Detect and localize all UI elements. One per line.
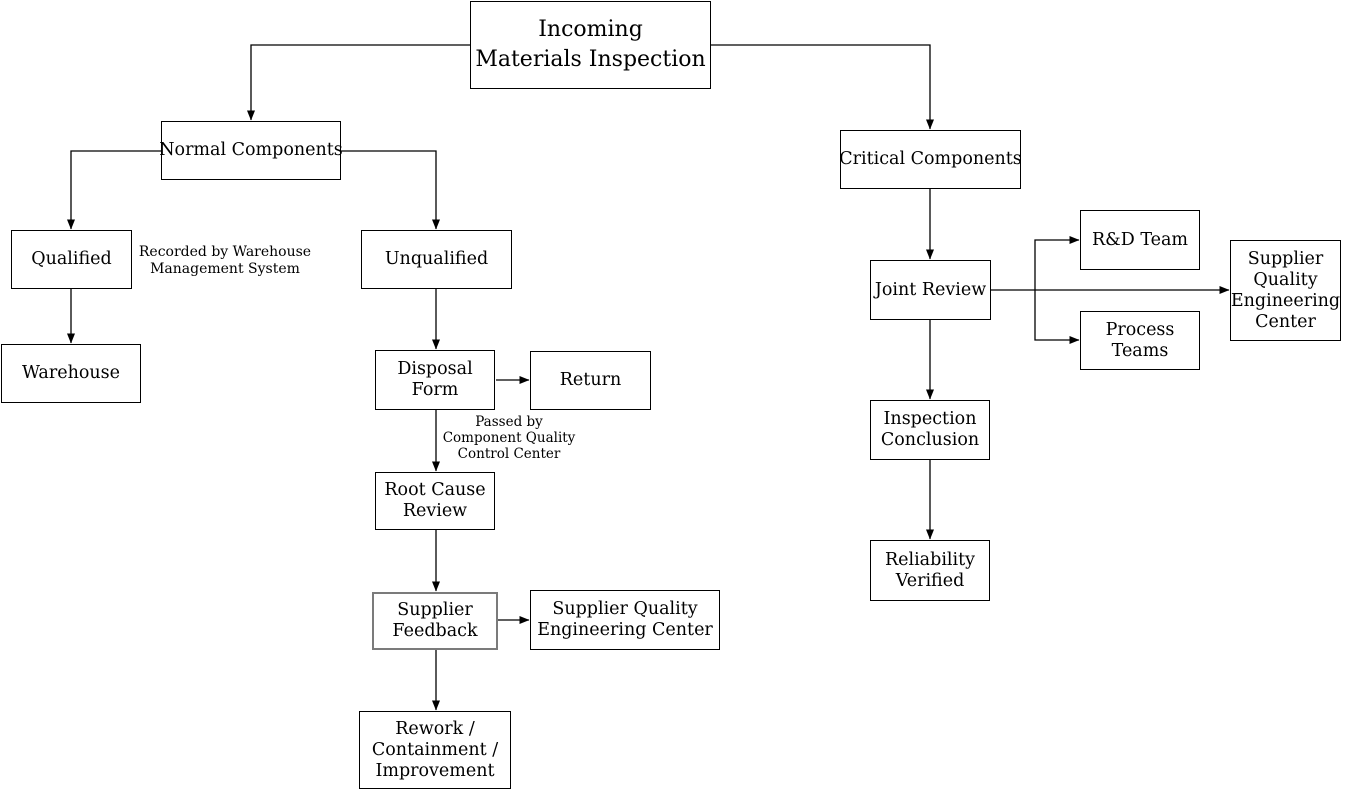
node-label: Critical Components [839,149,1022,169]
node-label: Inspection Conclusion [880,409,980,450]
node-supplier-quality-engineering-center: Supplier Quality Engineering Center [530,590,720,650]
node-label: Return [559,370,622,390]
node-rd-team: R&D Team [1080,210,1200,270]
edge-title-to-critical [711,44,934,130]
node-label: Qualified [31,249,112,269]
node-inspection-conclusion: Inspection Conclusion [870,400,990,460]
node-label: Root Cause Review [384,480,486,521]
node-label: Supplier Feedback [392,600,478,641]
node-label: Process Teams [1105,319,1175,361]
edge-joint-to-rdteam [1034,236,1080,290]
node-label: R&D Team [1091,229,1189,250]
node-label: Unqualified [384,249,489,269]
node-critical-components: Critical Components [839,130,1022,189]
node-label: Rework / Containment / Improvement [371,718,499,781]
annotation-component-quality-control-center: Passed by Component Quality Control Cent… [442,414,576,463]
node-unqualified: Unqualified [361,230,512,289]
node-root-cause-review: Root Cause Review [375,472,495,530]
node-label: Normal Components [159,140,343,160]
node-label: Supplier Quality Engineering Center [1230,248,1341,332]
node-label: Reliability Verified [884,549,976,591]
node-process-teams: Process Teams [1080,311,1200,370]
edge-normal-to-unqualified [341,150,440,230]
node-disposal-form: Disposal Form [375,350,495,410]
node-qualified: Qualified [11,230,132,289]
annotation-warehouse-management-system: Recorded by Warehouse Management System [138,244,312,277]
node-label: Joint Review [874,279,987,300]
node-reliability-verified: Reliability Verified [870,540,990,601]
node-label: Supplier Quality Engineering Center [537,599,713,640]
node-label: Incoming Materials Inspection [475,17,706,72]
edge-joint-to-process [1034,290,1080,344]
node-label: Disposal Form [397,359,473,400]
node-label: Warehouse [21,363,121,383]
node-incoming-materials-inspection: Incoming Materials Inspection [470,1,711,89]
node-warehouse: Warehouse [1,344,141,403]
edge-title-to-normal [247,44,470,121]
node-return: Return [530,351,651,410]
node-supplier-quality-engineering-center-right: Supplier Quality Engineering Center [1230,240,1341,341]
node-normal-components: Normal Components [159,121,343,180]
node-joint-review: Joint Review [870,260,991,320]
edge-normal-to-qualified [67,150,161,230]
node-supplier-feedback: Supplier Feedback [372,592,498,650]
node-rework-containment-improvement: Rework / Containment / Improvement [359,711,511,789]
